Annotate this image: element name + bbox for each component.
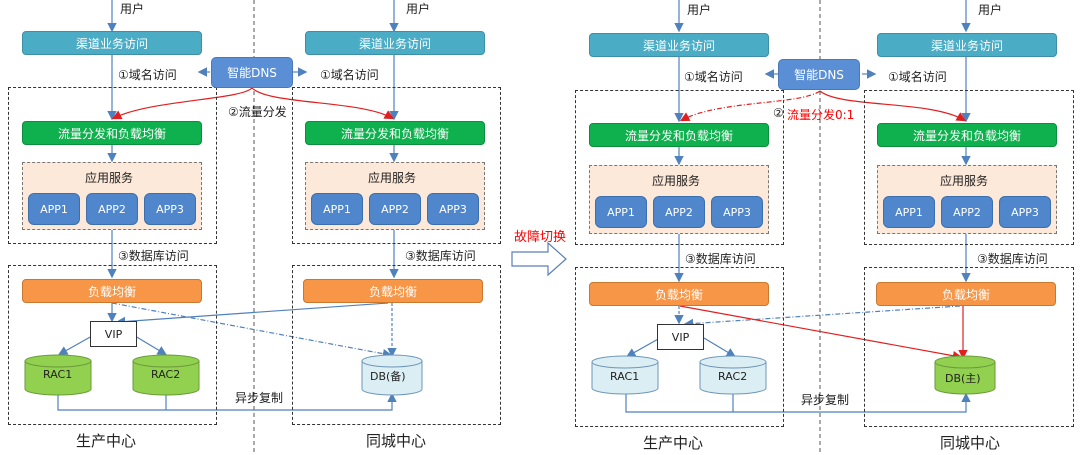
user-label: 用户 [406, 2, 431, 16]
db-access-label: ③数据库访问 [118, 249, 189, 263]
db-standby-icon [361, 354, 423, 396]
traffic-distribution-label: ②流量分发 [228, 105, 287, 119]
domain-access-label: ①域名访问 [118, 68, 177, 82]
app-service-group: 应用服务 APP1 APP2 APP3 [589, 165, 769, 234]
async-replication-label: 异步复制 [235, 391, 284, 405]
db-standby-label: DB(备) [370, 370, 406, 383]
app3-box: APP3 [999, 196, 1051, 228]
app1-box: APP1 [883, 196, 935, 228]
prod-db-zone-p2 [575, 267, 784, 427]
db-lb-box: 负载均衡 [589, 282, 769, 306]
dr-db-zone-p2 [864, 267, 1074, 427]
app2-box: APP2 [369, 193, 421, 225]
app-service-group: 应用服务 APP1 APP2 APP3 [305, 162, 485, 230]
db-access-label: ③数据库访问 [685, 252, 756, 266]
channel-access-box: 渠道业务访问 [877, 33, 1057, 57]
app2-box: APP2 [86, 193, 138, 225]
dr-db-zone [292, 265, 501, 425]
app1-box: APP1 [595, 196, 647, 228]
vip-box: VIP [657, 324, 704, 350]
app1-box: APP1 [28, 193, 80, 225]
rac1-label: RAC1 [43, 368, 73, 381]
app-service-title: 应用服务 [940, 174, 989, 188]
traffic-lb-box: 流量分发和负载均衡 [589, 123, 769, 147]
app2-box: APP2 [653, 196, 705, 228]
domain-access-label: ①域名访问 [684, 70, 743, 84]
rac1-db-icon [24, 354, 92, 396]
prod-app-zone-p2 [575, 90, 784, 245]
db-lb-box: 负载均衡 [22, 279, 202, 303]
vip-box: VIP [90, 321, 137, 347]
traffic-distribution-prefix: ② [773, 106, 784, 120]
production-center-label: 生产中心 [643, 434, 704, 452]
app3-box: APP3 [144, 193, 196, 225]
rac2-label: RAC2 [718, 370, 748, 383]
db-primary-label: DB(主) [945, 372, 981, 385]
traffic-lb-box: 流量分发和负载均衡 [22, 121, 202, 145]
domain-access-label: ①域名访问 [888, 70, 947, 84]
db-primary-icon [934, 355, 996, 395]
smart-dns-box: 智能DNS [778, 59, 860, 90]
traffic-lb-box: 流量分发和负载均衡 [877, 123, 1057, 147]
app-service-title: 应用服务 [85, 171, 134, 185]
db-access-label: ③数据库访问 [977, 252, 1048, 266]
app-service-group: 应用服务 APP1 APP2 APP3 [22, 162, 202, 230]
app3-box: APP3 [427, 193, 479, 225]
rac2-label: RAC2 [151, 368, 181, 381]
app1-box: APP1 [311, 193, 363, 225]
user-label: 用户 [687, 3, 712, 17]
rac2-db-icon [132, 354, 200, 396]
failover-label: 故障切换 [514, 230, 567, 245]
channel-access-box: 渠道业务访问 [305, 31, 485, 55]
async-replication-label: 异步复制 [801, 393, 850, 407]
app3-box: APP3 [711, 196, 763, 228]
domain-access-label: ①域名访问 [320, 68, 379, 82]
channel-access-box: 渠道业务访问 [22, 31, 202, 55]
app2-box: APP2 [941, 196, 993, 228]
dr-app-zone [292, 87, 501, 244]
user-label: 用户 [978, 3, 1003, 17]
traffic-distribution-label: 流量分发0:1 [787, 108, 855, 122]
rac1-db-icon-p2 [591, 355, 659, 395]
db-access-label: ③数据库访问 [405, 249, 476, 263]
channel-access-box: 渠道业务访问 [589, 33, 769, 57]
app-service-title: 应用服务 [368, 171, 417, 185]
traffic-lb-box: 流量分发和负载均衡 [305, 121, 485, 145]
user-label: 用户 [120, 2, 145, 16]
rac2-db-icon-p2 [699, 355, 767, 395]
smart-dns-box: 智能DNS [211, 57, 293, 88]
app-service-group: 应用服务 APP1 APP2 APP3 [877, 165, 1057, 234]
db-lb-box: 负载均衡 [876, 282, 1056, 306]
prod-db-zone [8, 265, 217, 425]
dr-center-label: 同城中心 [366, 432, 427, 450]
dr-center-label: 同城中心 [940, 434, 1001, 452]
rac1-label: RAC1 [610, 370, 640, 383]
app-service-title: 应用服务 [652, 174, 701, 188]
prod-app-zone [8, 87, 217, 244]
production-center-label: 生产中心 [76, 432, 137, 450]
db-lb-box: 负载均衡 [303, 279, 483, 303]
switch-arrow-icon [511, 241, 567, 277]
dr-app-zone-p2 [864, 90, 1074, 245]
